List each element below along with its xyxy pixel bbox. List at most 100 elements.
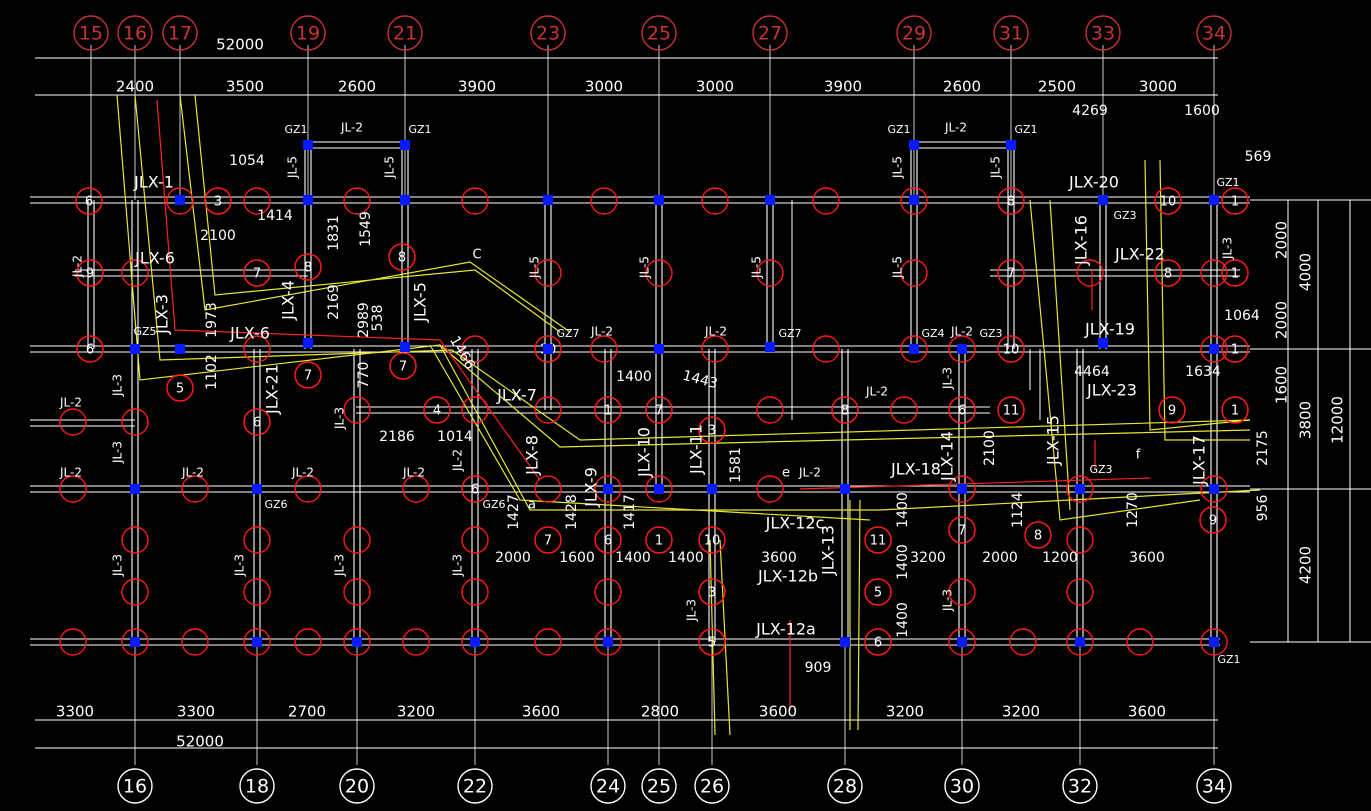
dim-value: 4464 xyxy=(1074,364,1110,380)
pile-marker xyxy=(1199,506,1227,534)
column-label: GZ6 xyxy=(264,498,287,511)
pile-marker xyxy=(181,475,209,503)
column-label: GZ3 xyxy=(979,327,1002,340)
pile-number: 6 xyxy=(874,636,882,651)
column-label: GZ3 xyxy=(1113,209,1136,222)
cap-beam-label: JLX-11 xyxy=(687,424,706,475)
column-square xyxy=(1075,637,1085,647)
dim-value: 3500 xyxy=(226,78,264,96)
column-square xyxy=(603,637,613,647)
axis-bubble xyxy=(117,768,153,804)
pile-marker xyxy=(698,628,726,656)
pile-marker xyxy=(59,408,87,436)
dim-value: 1400 xyxy=(616,369,652,385)
column-square xyxy=(909,140,919,150)
route-yellow xyxy=(719,539,731,736)
column-square xyxy=(909,195,919,205)
axis-label: 23 xyxy=(536,23,560,45)
pile-number: 10 xyxy=(704,534,721,549)
pile-marker xyxy=(423,396,451,424)
pile-marker xyxy=(534,475,562,503)
pipe-routes xyxy=(116,94,1261,736)
pile-marker xyxy=(1076,259,1104,287)
column-square xyxy=(654,344,664,354)
axis-bubble xyxy=(641,768,677,804)
pile-marker xyxy=(461,335,489,363)
pile-marker xyxy=(698,526,726,554)
dim-value: 2169 xyxy=(326,284,342,320)
dim-value: 12000 xyxy=(1329,396,1347,444)
pile-number: 8 xyxy=(841,404,849,419)
pile-number: 7 xyxy=(304,369,312,384)
beam-label: JL-5 xyxy=(891,256,905,279)
column-square xyxy=(840,484,850,494)
axis-label: 25 xyxy=(647,23,671,45)
pile-marker xyxy=(121,628,149,656)
pile-marker xyxy=(121,259,149,287)
pile-marker xyxy=(76,259,104,287)
pile-marker xyxy=(701,335,729,363)
dim-value: 2600 xyxy=(338,78,376,96)
beam-label: JL-2 xyxy=(590,325,613,339)
pile-marker xyxy=(75,187,103,215)
pile-marker xyxy=(645,259,673,287)
pile-marker xyxy=(534,396,562,424)
column-square xyxy=(1209,344,1219,354)
route-yellow xyxy=(1144,159,1251,431)
pile-marker xyxy=(121,578,149,606)
pile-marker xyxy=(900,187,928,215)
column-square xyxy=(957,344,967,354)
dim-value: 3600 xyxy=(522,703,560,721)
pile-marker xyxy=(900,259,928,287)
axis-bubble xyxy=(827,768,863,804)
dim-value: 4200 xyxy=(1297,546,1315,584)
column-square xyxy=(654,195,664,205)
pile-marker xyxy=(1200,335,1228,363)
pile-marker xyxy=(948,396,976,424)
route-yellow xyxy=(1049,199,1071,511)
pile-marker xyxy=(294,628,322,656)
column-square xyxy=(400,140,410,150)
pile-marker xyxy=(402,628,430,656)
axis-label: 33 xyxy=(1091,23,1115,45)
pile-marker xyxy=(534,259,562,287)
column-square xyxy=(654,484,664,494)
column-label: GZ7 xyxy=(556,327,579,340)
pile-marker xyxy=(997,187,1025,215)
pile-marker xyxy=(534,335,562,363)
dim-value: 3600 xyxy=(761,550,797,566)
dim-value: 770 xyxy=(356,362,372,389)
pile-marker xyxy=(76,335,104,363)
pile-marker xyxy=(461,187,489,215)
axis-label: 16 xyxy=(123,776,147,798)
dim-value: 1200 xyxy=(1042,550,1078,566)
dim-value: 1600 xyxy=(1184,103,1220,119)
column-square xyxy=(130,344,140,354)
beam-label: JL-3 xyxy=(111,374,125,397)
pile-marker xyxy=(343,628,371,656)
pile-number: 8 xyxy=(1007,195,1015,210)
pile-number: 8 xyxy=(1034,529,1042,544)
cap-beam-label: JLX-18 xyxy=(890,460,941,479)
cap-beam-label: JLX-16 xyxy=(1072,215,1091,266)
pile-marker xyxy=(534,526,562,554)
pile-marker xyxy=(1221,335,1249,363)
pile-number: 7 xyxy=(1007,267,1015,282)
pile-marker xyxy=(534,628,562,656)
column-square xyxy=(303,338,313,348)
column-square xyxy=(603,484,613,494)
axis-bubble xyxy=(530,15,566,51)
pile-marker xyxy=(997,335,1025,363)
axis-bubble xyxy=(944,768,980,804)
axis-label: 30 xyxy=(950,776,974,798)
cap-beam-label: JLX-3 xyxy=(153,294,172,335)
column-square xyxy=(175,344,185,354)
cap-beam-label: JLX-13 xyxy=(819,525,838,576)
pile-marker xyxy=(461,578,489,606)
pile-number: 3 xyxy=(708,424,716,439)
structural-columns xyxy=(130,140,1219,647)
column-square xyxy=(175,195,185,205)
dim-value: 2000 xyxy=(982,550,1018,566)
pile-marker xyxy=(1066,526,1094,554)
beam-label: JL-5 xyxy=(528,256,542,279)
